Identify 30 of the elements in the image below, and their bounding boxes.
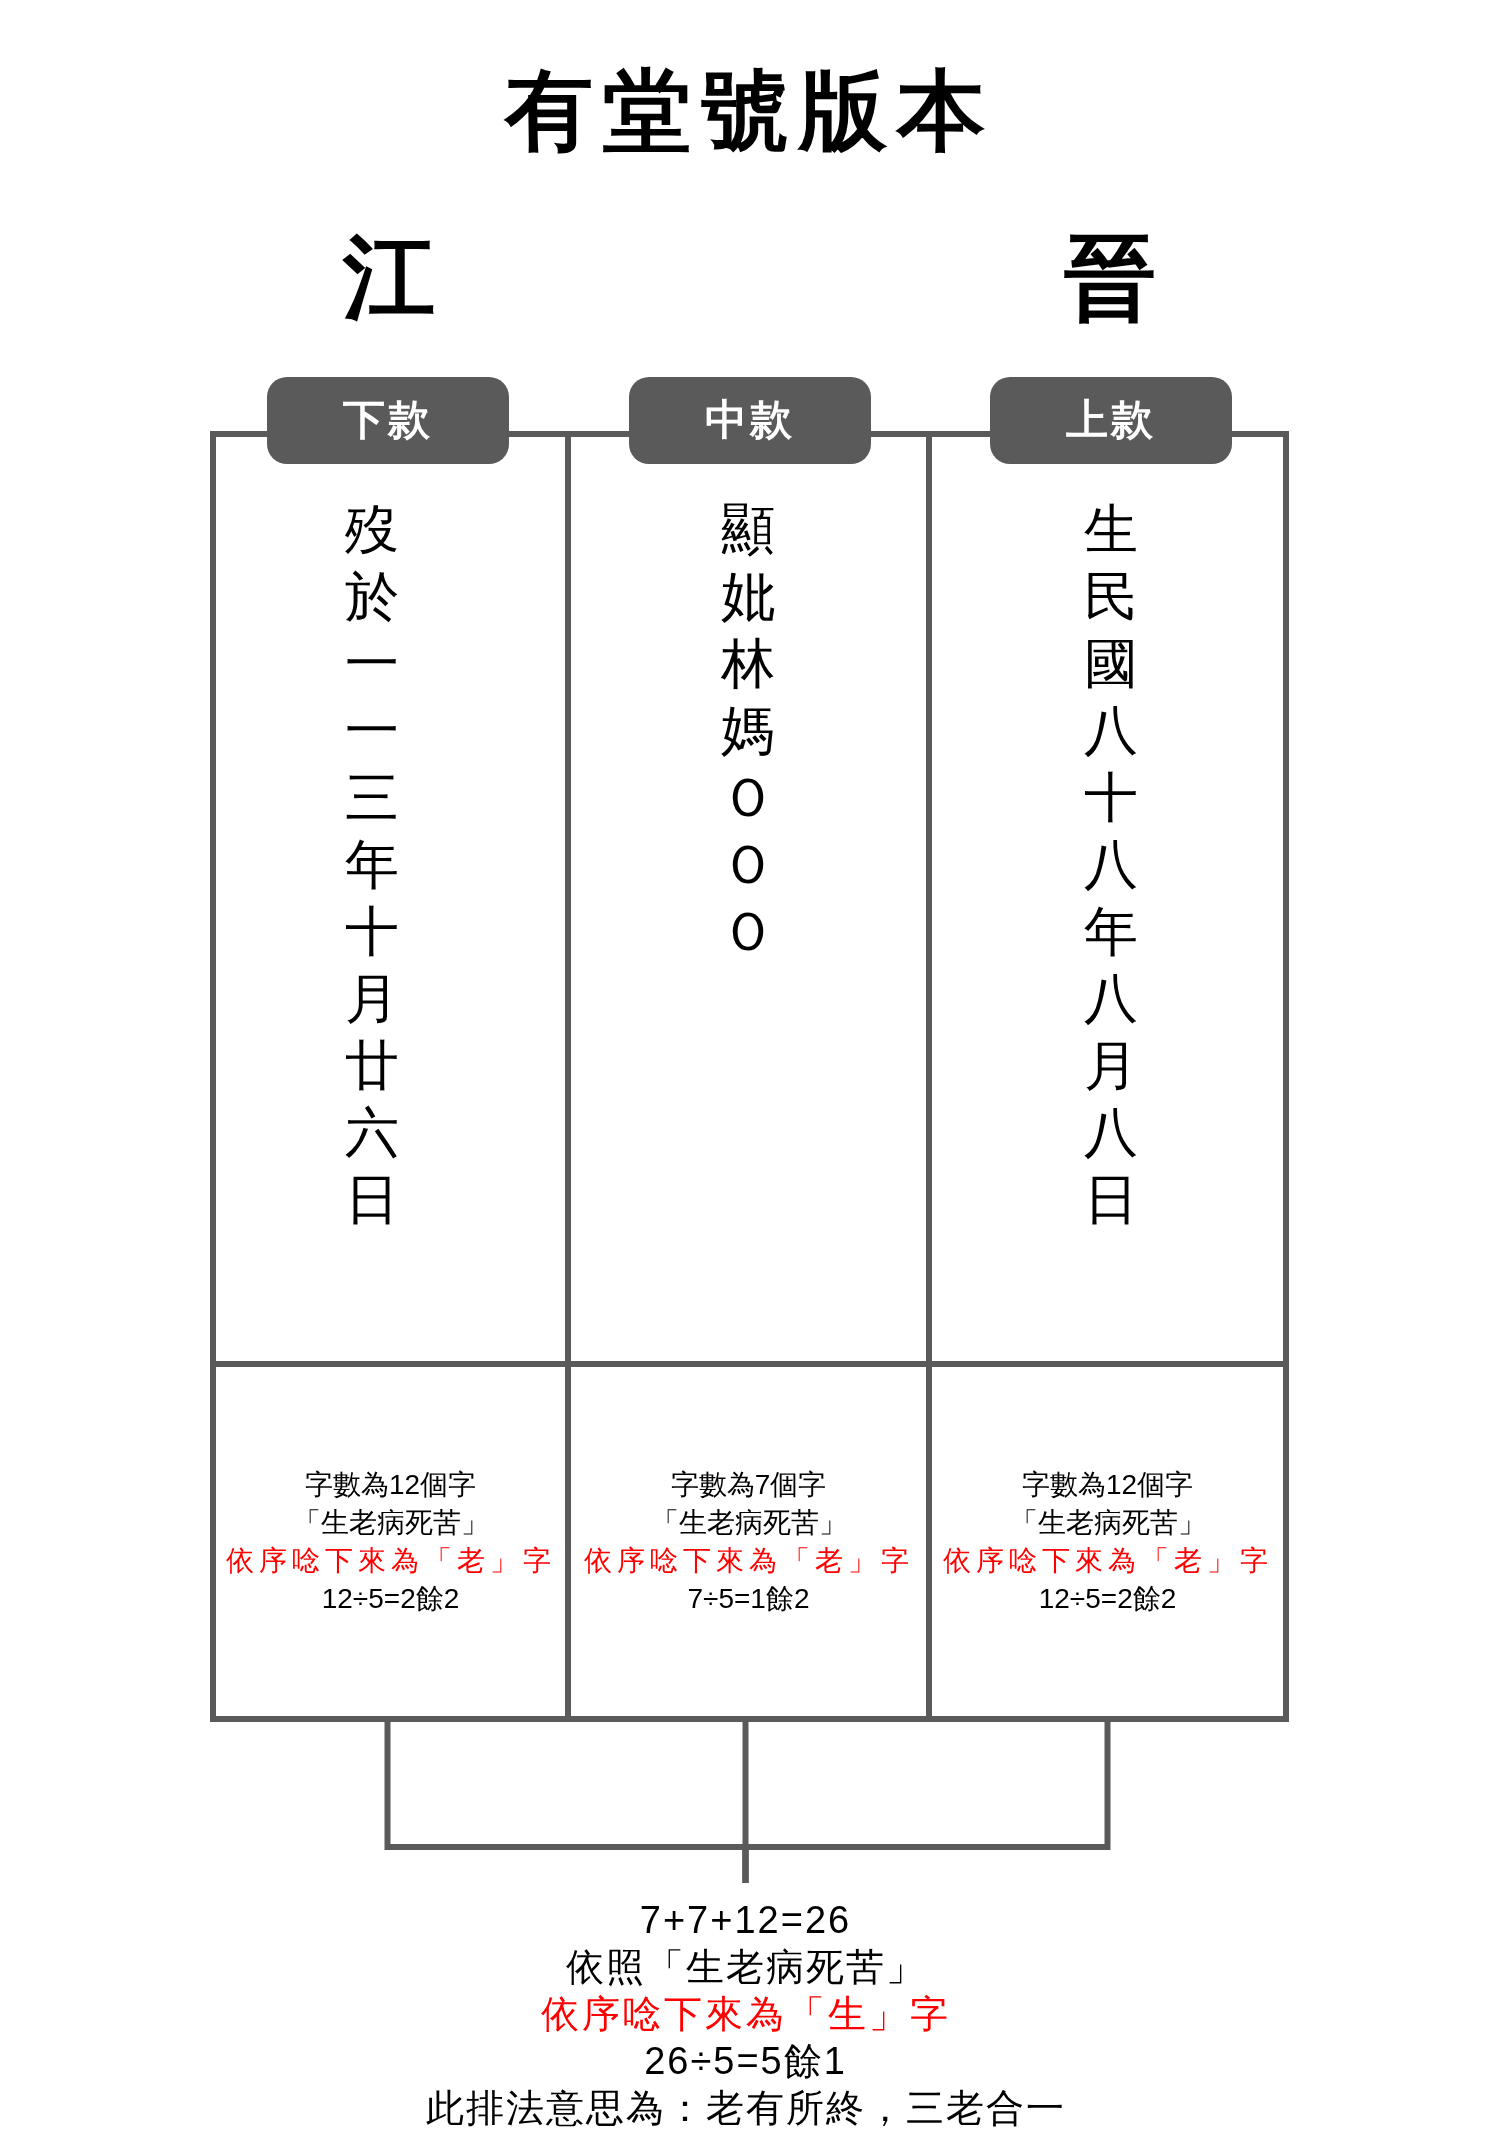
- note-text: 字數為12個字: [304, 1467, 477, 1502]
- note-text: 「生老病死苦」: [1009, 1505, 1206, 1540]
- note-text: 字數為12個字: [1021, 1467, 1194, 1502]
- note-text: 7÷5=1餘2: [687, 1581, 810, 1616]
- vertical-text: 生民國八十八年八月八日: [1083, 498, 1139, 1231]
- pill-label: 上款: [990, 377, 1232, 464]
- pill-label: 下款: [267, 377, 509, 464]
- note-text: 12÷5=2餘2: [321, 1581, 460, 1616]
- title: 有堂號版本: [505, 61, 995, 161]
- vertical-text: 歿於一一三年十月廿六日: [344, 498, 400, 1231]
- highlighted-note: 依序唸下來為「老」字: [583, 1543, 914, 1578]
- note-text: 字數為7個字: [670, 1467, 827, 1502]
- side-heading: 晉: [1064, 227, 1156, 327]
- highlighted-note: 依序唸下來為「生」字: [540, 1992, 951, 2037]
- note-text: 7+7+12=26: [639, 1898, 852, 1943]
- table-cell: [210, 1361, 565, 1722]
- pill-label: 中款: [629, 377, 871, 464]
- table-cell: [926, 1361, 1289, 1722]
- note-text: 26÷5=5餘1: [644, 2039, 847, 2084]
- note-text: 12÷5=2餘2: [1038, 1581, 1177, 1616]
- vertical-text: 顯妣林媽ＯＯＯ: [720, 498, 776, 963]
- note-text: 此排法意思為：老有所終，三老合一: [425, 2086, 1066, 2131]
- note-text: 「生老病死苦」: [650, 1505, 847, 1540]
- connector-line: [742, 1722, 1111, 1883]
- highlighted-note: 依序唸下來為「老」字: [225, 1543, 556, 1578]
- highlighted-note: 依序唸下來為「老」字: [942, 1543, 1273, 1578]
- side-heading: 江: [343, 227, 435, 327]
- note-text: 「生老病死苦」: [292, 1505, 489, 1540]
- table-cell: [565, 1361, 926, 1722]
- note-text: 依照「生老病死苦」: [565, 1945, 926, 1990]
